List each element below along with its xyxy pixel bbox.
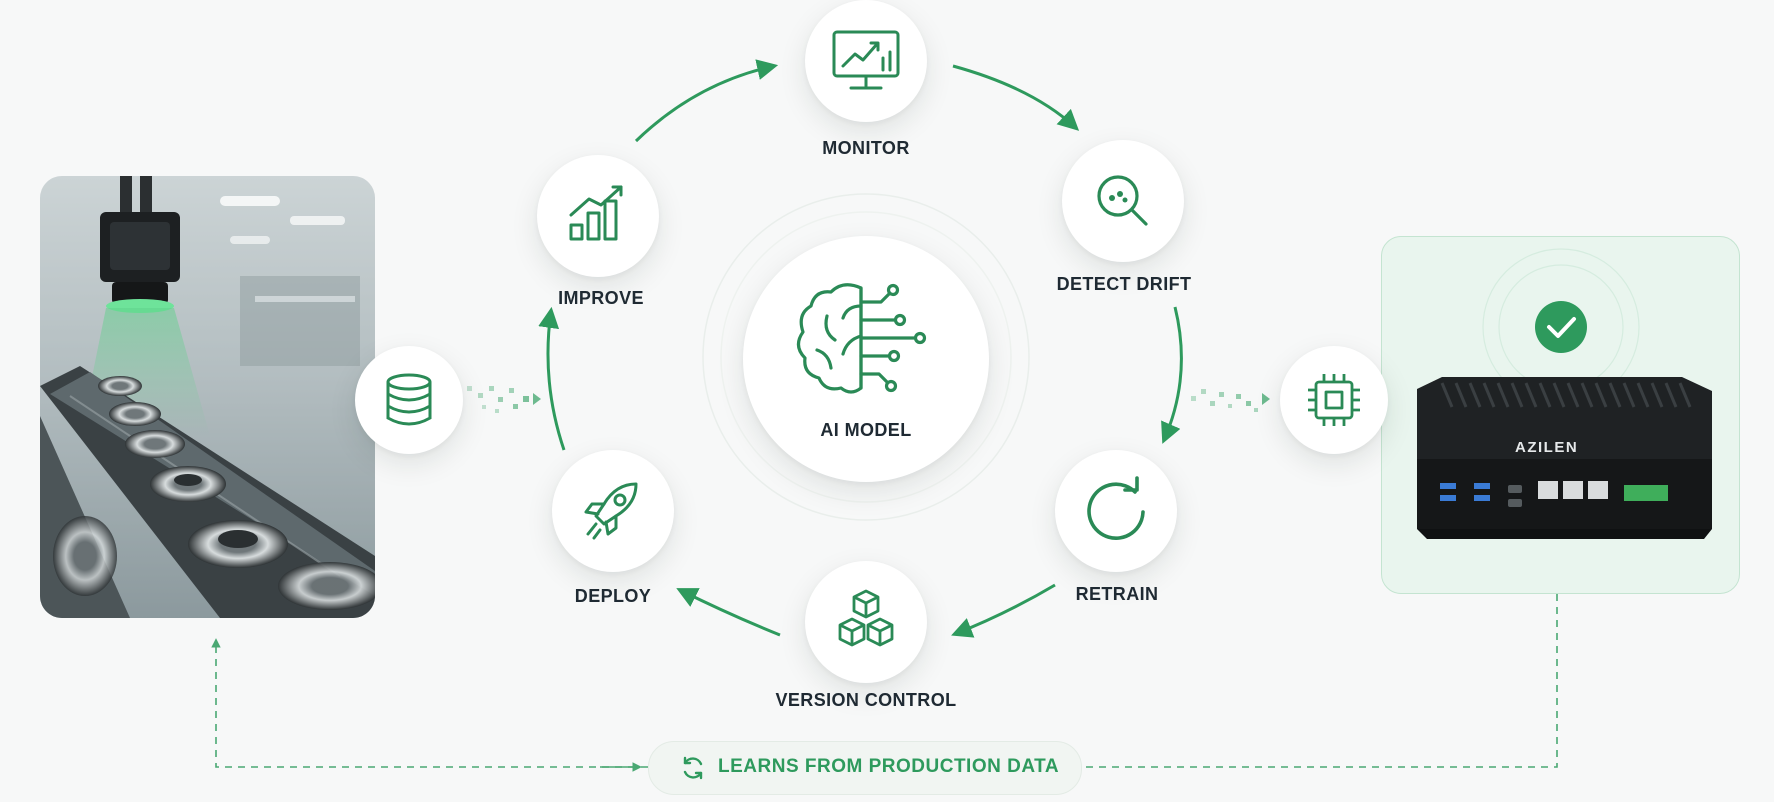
stage-retrain-node <box>1055 450 1177 572</box>
stage-deploy-node <box>552 450 674 572</box>
monitor-chart-icon <box>805 0 927 122</box>
factory-conveyor-image <box>40 176 375 618</box>
stage-monitor-label: MONITOR <box>822 138 909 159</box>
data-source-node <box>355 346 463 454</box>
brain-circuit-icon <box>743 236 989 482</box>
arrow-monitor-to-detect <box>953 66 1076 128</box>
stage-deploy-label: DEPLOY <box>575 586 651 607</box>
edge-compute-node <box>1280 346 1388 454</box>
arrow-retrain-to-version <box>955 585 1055 634</box>
ai-model-label: AI MODEL <box>820 420 911 441</box>
stage-improve-label: IMPROVE <box>558 288 644 309</box>
chip-icon <box>1280 346 1388 454</box>
rocket-icon <box>552 450 674 572</box>
database-icon <box>355 346 463 454</box>
device-brand: AZILEN <box>1515 439 1578 456</box>
cubes-icon <box>805 561 927 683</box>
check-icon <box>1535 301 1587 353</box>
edge-device-card: AZILEN <box>1381 236 1740 594</box>
edge-device-illustration <box>1382 237 1739 593</box>
bar-chart-icon <box>537 155 659 277</box>
stage-version-control-node <box>805 561 927 683</box>
arrow-detect-to-retrain <box>1164 307 1181 440</box>
magnifier-icon <box>1062 140 1184 262</box>
feedback-loop-line-left <box>216 640 648 767</box>
stage-version-control-label: VERSION CONTROL <box>775 690 956 711</box>
feedback-label: LEARNS FROM PRODUCTION DATA <box>718 756 1059 778</box>
stage-monitor-node <box>805 0 927 122</box>
stage-retrain-label: RETRAIN <box>1076 584 1159 605</box>
ai-model-node <box>743 236 989 482</box>
arrow-improve-to-monitor <box>636 66 774 141</box>
arrow-version-to-deploy <box>680 590 780 635</box>
stage-detect-drift-node <box>1062 140 1184 262</box>
arrow-deploy-to-improve <box>548 311 564 450</box>
feedback-loop-line <box>1080 594 1557 767</box>
data-particles-right <box>1191 389 1270 412</box>
refresh-icon <box>1055 450 1177 572</box>
sync-icon <box>677 752 709 784</box>
data-particles-left <box>467 386 541 413</box>
stage-detect-drift-label: DETECT DRIFT <box>1057 274 1192 295</box>
stage-improve-node <box>537 155 659 277</box>
factory-scene <box>40 176 375 618</box>
